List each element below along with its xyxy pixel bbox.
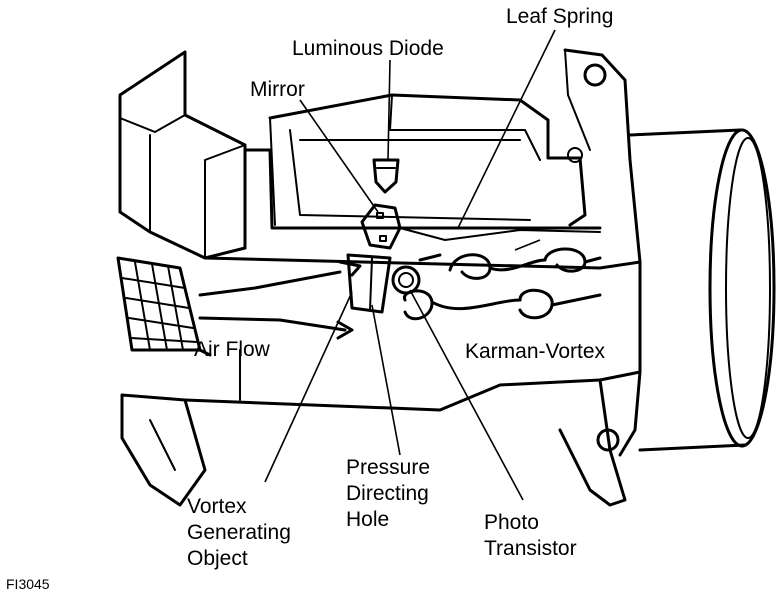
karman-vortices — [403, 247, 602, 321]
pressure-directing-hole-line-2: Directing — [346, 482, 429, 505]
luminous-diode-part — [372, 158, 400, 194]
top-housing — [268, 93, 587, 227]
leaf-spring-label: Leaf Spring — [506, 5, 614, 28]
vortex-generating-object-line-3: Object — [187, 547, 248, 570]
vortex-generating-object-label: Vortex Generating Object — [187, 494, 291, 572]
karman-vortex-label: Karman-Vortex — [465, 340, 606, 363]
pressure-directing-hole-line-1: Pressure — [346, 456, 431, 479]
inlet-honeycomb — [116, 256, 202, 352]
vortex-generating-object-line-1: Vortex — [187, 495, 247, 518]
figure-id: FI3045 — [6, 576, 50, 592]
mirror-label: Mirror — [250, 78, 305, 101]
leader-lines — [264, 29, 556, 501]
air-flow-label: Air Flow — [194, 338, 270, 361]
pressure-directing-hole-line-3: Hole — [346, 508, 390, 531]
outlet-cylinder — [628, 128, 776, 452]
photo-transistor-label: Photo Transistor — [484, 510, 577, 562]
luminous-diode-label: Luminous Diode — [292, 37, 444, 60]
photo-transistor-part — [391, 265, 421, 295]
leaf-spring-part — [399, 227, 601, 241]
air-flow-arrows — [198, 260, 362, 340]
pressure-directing-hole-label: Pressure Directing Hole — [346, 455, 430, 533]
sensor-body — [183, 148, 642, 412]
photo-transistor-line-2: Transistor — [484, 537, 577, 560]
photo-transistor-line-1: Photo — [484, 511, 539, 534]
right-flange — [558, 48, 642, 507]
vortex-generating-object-line-2: Generating — [187, 521, 291, 544]
vortex-generating-part — [346, 253, 392, 314]
